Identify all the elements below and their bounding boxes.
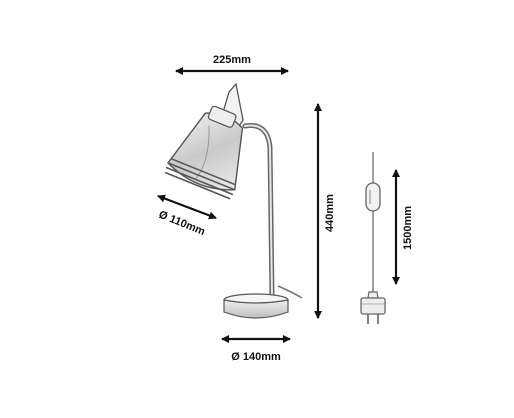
width-label: 225mm [213,54,251,66]
height-dimension: 440mm [314,103,336,319]
plug [360,291,386,324]
lamp-arm [242,122,275,299]
lamp-illustration [164,82,303,319]
shade-diameter-arrow [157,194,217,220]
shade-diameter-label: Ø 110mm [157,209,207,239]
height-label: 440mm [324,194,336,232]
lamp-base [223,299,289,319]
inline-switch [365,182,381,212]
cable-illustration [360,152,386,324]
cable-length-label: 1500mm [402,206,414,250]
lamp-cable-stub [277,285,303,299]
shade-diameter-dimension: Ø 110mm [157,194,217,239]
base-diameter-dimension: Ø 140mm [221,335,291,363]
width-dimension: 225mm [175,54,289,75]
cable-length-dimension: 1500mm [392,169,414,285]
base-diameter-label: Ø 140mm [231,351,281,363]
lamp-shade [164,105,244,200]
